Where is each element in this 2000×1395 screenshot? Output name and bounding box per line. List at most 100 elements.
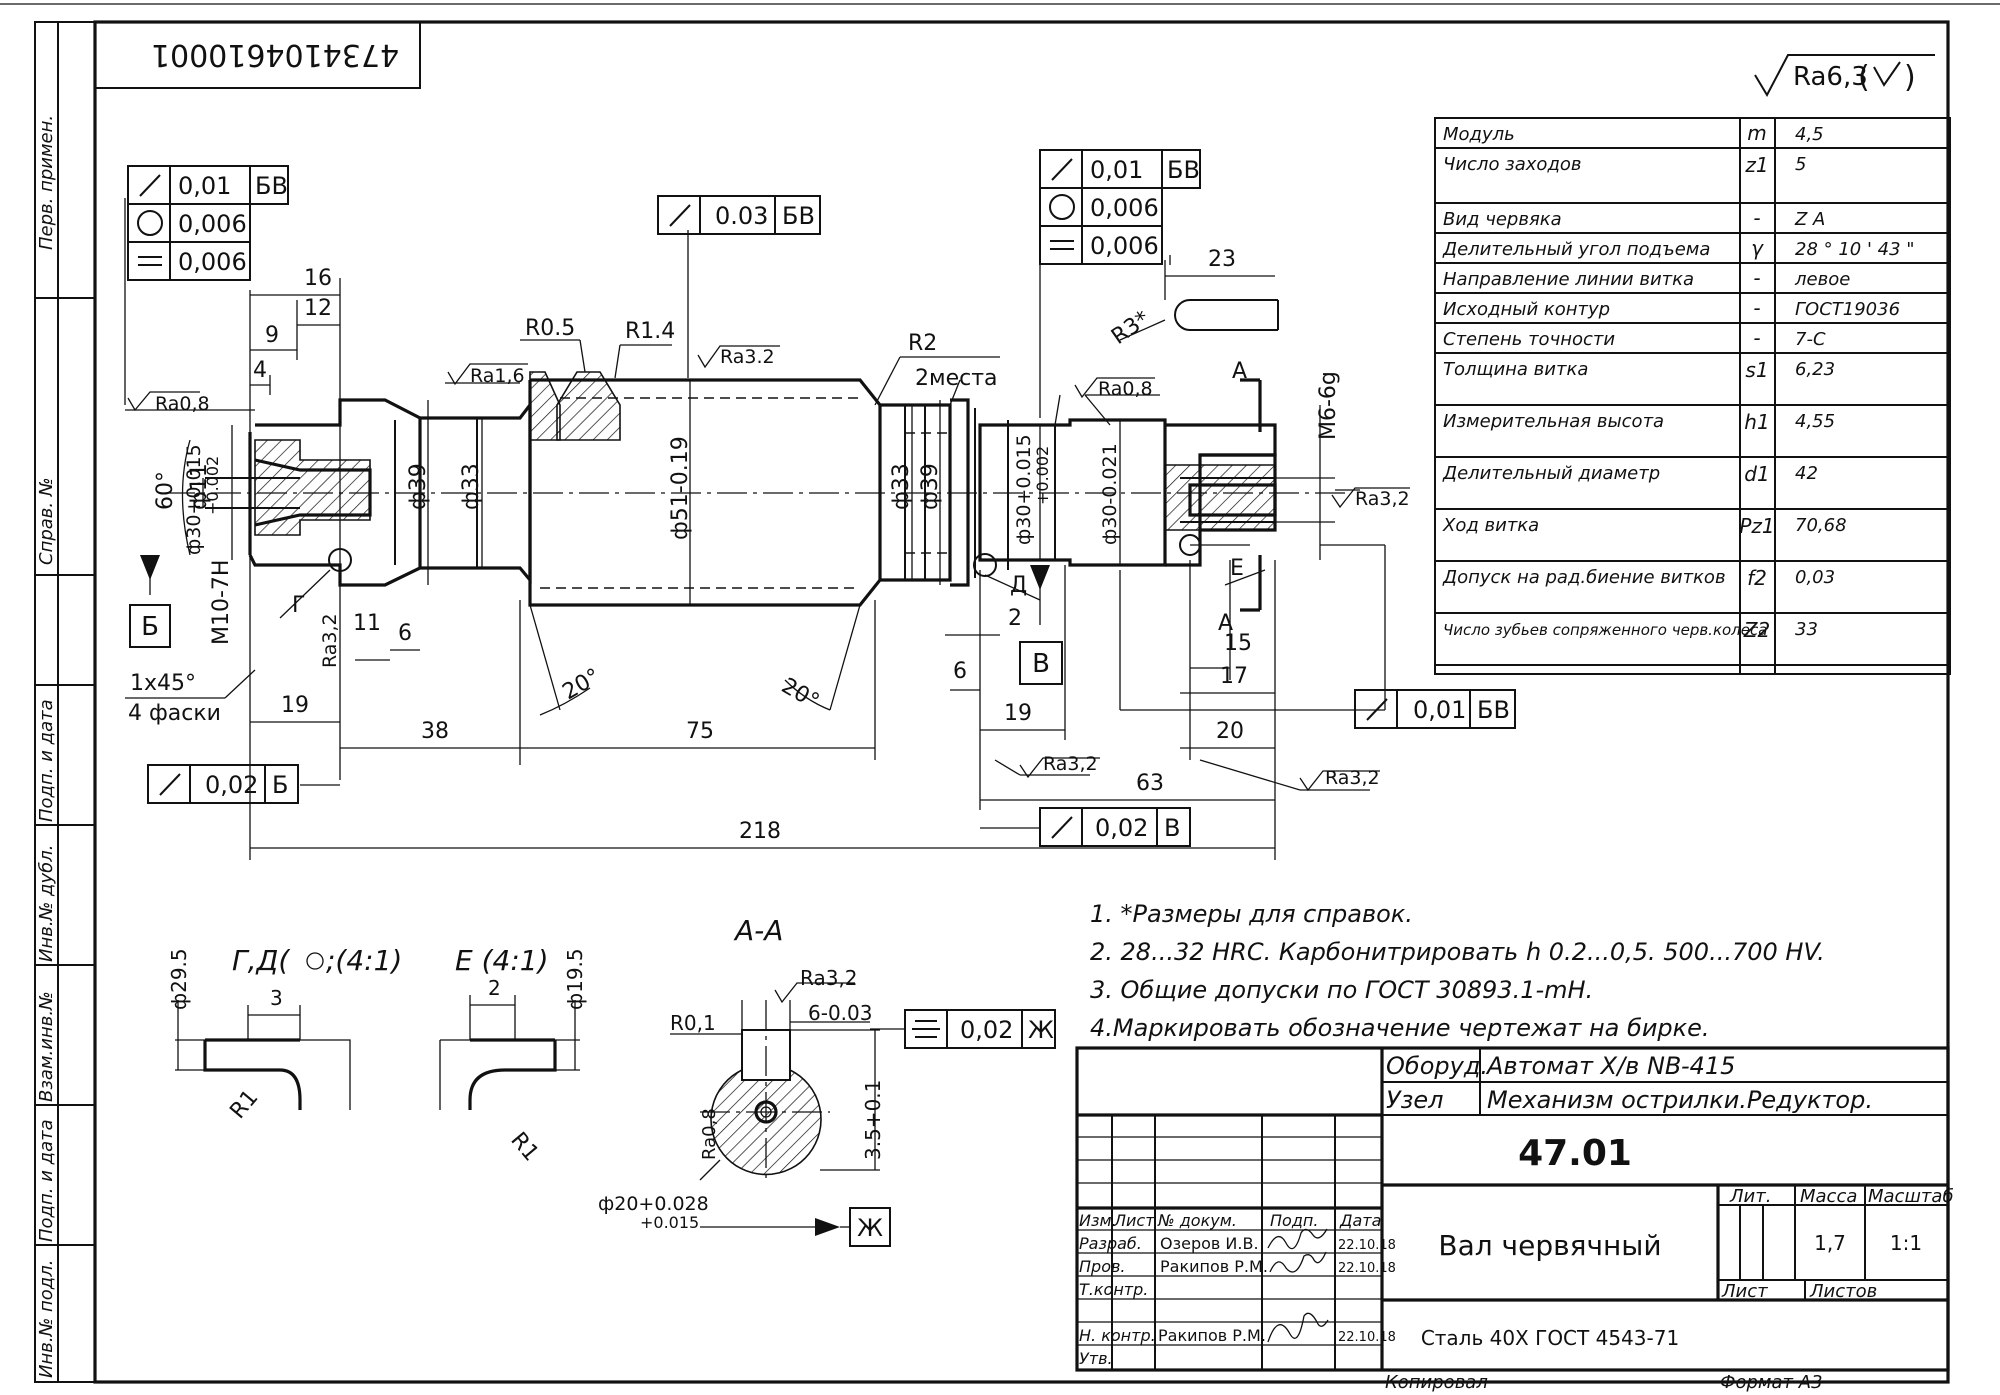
- tol-mid-frame: 0.03 БВ: [657, 195, 821, 235]
- note-1: 1. *Размеры для справок.: [1090, 900, 1413, 928]
- tol-bottom-left-base: Б: [272, 771, 288, 799]
- roughness-ra32b: Ra3,2: [1355, 488, 1410, 510]
- param-name: Число заходов: [1443, 154, 1582, 175]
- dim-17: 17: [1220, 664, 1248, 689]
- tb-massa-value: 1,7: [1814, 1231, 1846, 1255]
- signature-prov: [1269, 1251, 1327, 1273]
- side-strip: Перв. примен. Справ. № Подп. и дата Инв.…: [34, 21, 96, 1383]
- strip-podp1: Подп. и дата: [36, 699, 57, 822]
- section-aa-title: А-А: [733, 914, 783, 947]
- param-name: Модуль: [1443, 124, 1515, 145]
- param-symbol: Pz1: [1739, 514, 1774, 538]
- tb-row1-name: Озеров И.В.: [1160, 1234, 1259, 1253]
- dim-dia51: ф51-0.19: [668, 436, 693, 540]
- detail-e-title: Е (4:1): [455, 944, 549, 977]
- param-symbol: z1: [1744, 153, 1768, 177]
- section-aa-radius: R0,1: [670, 1011, 716, 1035]
- param-name: Исходный контур: [1443, 299, 1610, 320]
- tol-right-stack: 0,01 БВ 0,006 0,006: [1039, 149, 1201, 265]
- dim-dia33a: ф33: [459, 463, 484, 510]
- tol-bottom-mid-base: В: [1164, 814, 1180, 842]
- roughness-ra08a: Ra0,8: [155, 393, 210, 415]
- dim-r05: R0.5: [525, 316, 575, 341]
- tol-bottom-right-frame: 0,01 БВ: [1354, 689, 1516, 729]
- param-name: Степень точности: [1443, 329, 1615, 350]
- dim-23: 23: [1208, 247, 1236, 272]
- tb-kopiroval: Копировал: [1385, 1372, 1488, 1393]
- note-4: 4.Маркировать обозначение чертежат на би…: [1090, 1014, 1710, 1042]
- signature-razrab: [1267, 1228, 1328, 1250]
- tol-symmetry-value: 0,02: [960, 1016, 1013, 1044]
- param-symbol: -: [1753, 296, 1760, 320]
- param-value: 5: [1795, 154, 1806, 175]
- datum-v-letter: В: [1032, 649, 1050, 679]
- dim-r3: R3*: [1107, 306, 1154, 350]
- strip-podp2: Подп. и дата: [36, 1119, 57, 1242]
- stamp-number: 4734104610001: [151, 37, 399, 72]
- strip-vzam: Взам.инв.№: [36, 991, 57, 1102]
- tb-row5-role: Н. контр.: [1079, 1326, 1156, 1345]
- tb-scale-value: 1:1: [1890, 1231, 1922, 1255]
- param-value: 0,03: [1795, 567, 1835, 588]
- datum-zh: Ж: [700, 1207, 891, 1247]
- datum-zh-letter: Ж: [857, 1214, 883, 1242]
- dim-r2-places: 2места: [915, 366, 998, 391]
- param-symbol: -: [1753, 206, 1760, 230]
- label-g: Г: [292, 593, 305, 618]
- section-aa-dia: ф20+0.028: [598, 1193, 709, 1215]
- tol-bottom-mid-frame: 0,02 В: [1039, 807, 1191, 847]
- param-symbol: s1: [1745, 358, 1768, 382]
- tb-hdr-date: Дата: [1339, 1211, 1381, 1230]
- tb-oborud-value: Автомат Х/в NB-415: [1485, 1052, 1735, 1080]
- dim-dia30a-lower: +0.002: [203, 456, 222, 515]
- tb-oborud-label: Оборуд.: [1386, 1052, 1488, 1080]
- datum-b: Б: [129, 604, 171, 648]
- param-value: 4,55: [1795, 411, 1835, 432]
- tol-right-cyl: 0,006: [1090, 232, 1159, 260]
- tb-row5-date: 22.10.18: [1338, 1330, 1396, 1345]
- detail-gd-dia: ф29.5: [167, 948, 191, 1010]
- detail-gd-scale: ;(4:1): [326, 944, 402, 977]
- param-value: 4,5: [1795, 124, 1824, 145]
- param-value: 7-C: [1795, 329, 1826, 350]
- tb-row2-name: Ракипов Р.М.: [1160, 1257, 1268, 1276]
- label-section-a-bottom: А: [1218, 611, 1233, 636]
- strip-inv-dubl: Инв.№ дубл.: [36, 845, 57, 962]
- param-value: Z A: [1794, 209, 1825, 230]
- detail-e: Е (4:1) ф19.5 2 R1: [439, 944, 587, 1166]
- note-3: 3. Общие допуски по ГОСТ 30893.1-mH.: [1090, 976, 1593, 1004]
- param-symbol: -: [1753, 266, 1760, 290]
- dim-2: 2: [1008, 606, 1022, 631]
- general-roughness-close: ): [1904, 60, 1916, 95]
- tb-uzel-label: Узел: [1386, 1086, 1444, 1114]
- tb-row2-date: 22.10.18: [1338, 1261, 1396, 1276]
- technical-notes: 1. *Размеры для справок. 2. 28...32 HRC.…: [1090, 900, 1825, 1042]
- tb-row3-role: Т.контр.: [1079, 1280, 1148, 1299]
- tb-listov: Листов: [1809, 1281, 1877, 1302]
- label-d: Д: [1010, 573, 1027, 598]
- general-roughness-value: Ra6,3: [1793, 62, 1868, 92]
- dim-dia33b: ф33: [889, 463, 914, 510]
- tol-bottom-right-runout: 0,01: [1413, 696, 1466, 724]
- dim-9: 9: [265, 323, 279, 348]
- dim-11: 11: [353, 611, 381, 636]
- dim-6a: 6: [398, 621, 412, 646]
- tb-hdr-izm: Изм.: [1079, 1211, 1117, 1230]
- tol-left-round: 0,006: [178, 210, 247, 238]
- dim-6b: 6: [953, 659, 967, 684]
- dim-19a: 19: [281, 693, 309, 718]
- tol-mid-runout: 0.03: [715, 202, 768, 230]
- strip-sprav: Справ. №: [36, 477, 57, 565]
- param-symbol: h1: [1744, 410, 1769, 434]
- param-symbol: m: [1747, 121, 1766, 145]
- tb-row1-date: 22.10.18: [1338, 1238, 1396, 1253]
- param-name: Допуск на рад.биение витков: [1442, 567, 1726, 588]
- dim-4: 4: [253, 358, 267, 383]
- tol-bottom-left-frame: 0,02 Б: [147, 764, 299, 804]
- tb-uzel-value: Механизм острилки.Редуктор.: [1487, 1086, 1873, 1114]
- dim-63: 63: [1136, 771, 1164, 796]
- tb-lit: Лит.: [1729, 1186, 1771, 1207]
- tb-row5-name: Ракипов Р.М.: [1158, 1326, 1266, 1345]
